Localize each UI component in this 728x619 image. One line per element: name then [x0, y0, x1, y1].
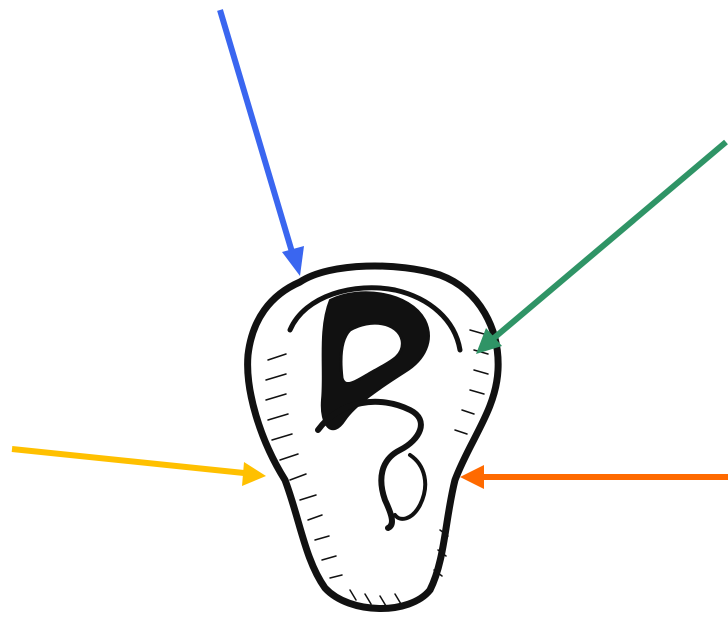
arrow-left — [12, 449, 266, 486]
arrow-right-upper — [476, 142, 726, 354]
arrowhead-left — [242, 462, 266, 486]
ear-illustration — [248, 266, 499, 609]
tragus — [395, 455, 425, 519]
arrowhead-right-lower — [460, 465, 484, 489]
arrow-top — [220, 10, 304, 276]
arrowhead-top — [282, 246, 304, 276]
arrow-right-lower — [460, 465, 728, 489]
